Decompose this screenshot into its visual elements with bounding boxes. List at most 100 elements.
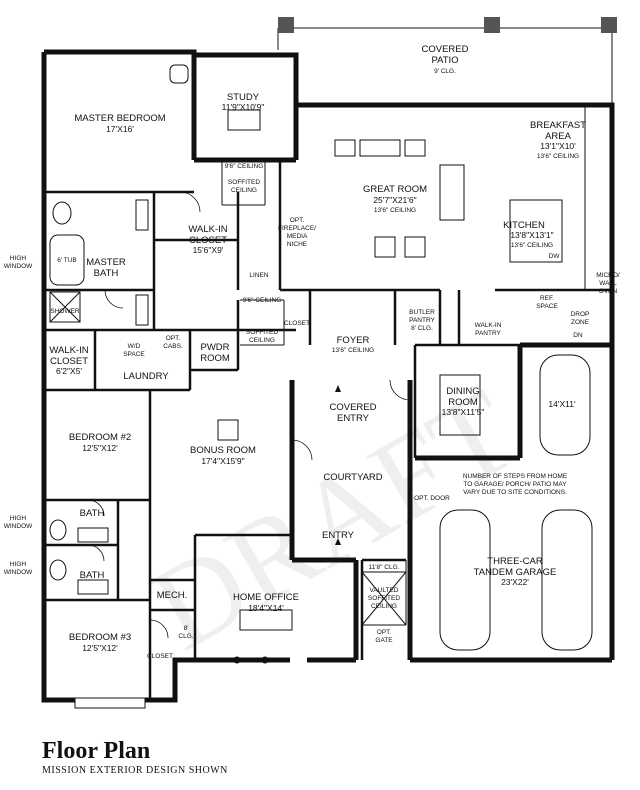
label-ref-space-2: SPACE	[536, 303, 558, 310]
label-garage-dim: 23'X22'	[501, 577, 529, 587]
label-bedroom2: BEDROOM #2	[69, 432, 131, 443]
patio-columns	[278, 17, 617, 33]
label-bedroom3-dim: 12'5"X12'	[82, 643, 118, 653]
label-ref-space: REF.	[540, 295, 554, 302]
label-butler: BUTLER	[409, 309, 435, 316]
label-dining: DINING	[446, 386, 479, 397]
label-breakfast: BREAKFAST	[530, 120, 586, 131]
label-breakfast-2: AREA	[545, 131, 572, 142]
label-dining-2: ROOM	[448, 397, 478, 408]
page-subtitle: MISSION EXTERIOR DESIGN SHOWN	[42, 765, 228, 776]
label-opt-cabs: OPT.	[166, 335, 181, 342]
label-courtyard: COURTYARD	[323, 472, 382, 483]
label-entry: ENTRY	[322, 530, 355, 541]
label-home-office: HOME OFFICE	[233, 592, 299, 603]
label-study-dim: 11'9"X10'9"	[222, 102, 265, 112]
label-clg-8: 8'	[184, 625, 189, 632]
label-covered-patio-2: PATIO	[431, 55, 458, 66]
door-swings	[87, 191, 411, 639]
fixtures	[49, 64, 563, 664]
label-drop-zone: DROP	[571, 311, 590, 318]
label-linen: LINEN	[249, 272, 268, 279]
label-patio-clg: 9' CLG.	[434, 68, 456, 75]
label-soffited-a: SOFFITED	[228, 179, 260, 186]
label-vaulted-2: SOFFITED	[368, 595, 400, 602]
label-high-window-2: HIGH	[10, 515, 27, 522]
label-garage: THREE-CAR	[487, 556, 543, 567]
label-high-window-3: HIGH	[10, 561, 27, 568]
label-master-bath-2: BATH	[94, 268, 119, 279]
label-dw: DW	[549, 253, 561, 260]
label-walkin-closet-dim: 15'6"X9'	[193, 245, 224, 255]
label-bonus: BONUS ROOM	[190, 445, 256, 456]
label-micro: MICRO/	[596, 272, 620, 279]
label-shower: SHOWER	[50, 308, 80, 315]
label-dining-dim: 13'8"X11'5"	[442, 407, 485, 417]
covered-patio	[277, 27, 613, 105]
label-walkin-pantry-2: PANTRY	[475, 330, 501, 337]
label-high-window-1: HIGH	[10, 255, 27, 262]
label-opt-gate-2: GATE	[375, 637, 393, 644]
label-tub: 6' TUB	[57, 257, 77, 264]
label-opt-fireplace-3: MEDIA	[287, 233, 308, 240]
label-bath-b: BATH	[80, 570, 105, 581]
label-breakfast-clg: 13'6" CEILING	[537, 153, 579, 160]
label-clg-8b: CLG.	[178, 633, 193, 640]
label-soffited-b: SOFFITED	[246, 329, 278, 336]
label-walkin-closet-b: WALK-IN	[49, 345, 88, 356]
label-great-room: GREAT ROOM	[363, 184, 427, 195]
label-laundry: LAUNDRY	[123, 371, 169, 382]
label-opt-gate: OPT.	[377, 629, 392, 636]
label-home-office-dim: 18'4"X14'	[248, 603, 284, 613]
label-vaulted: VAULTED	[369, 587, 398, 594]
label-great-room-dim: 25'7"X21'6"	[373, 195, 416, 205]
entry-arrow	[335, 538, 341, 545]
label-covered-entry-2: ENTRY	[337, 413, 370, 424]
label-kitchen: KITCHEN	[503, 220, 545, 231]
label-wd-space-2: SPACE	[123, 351, 145, 358]
label-opt-fireplace-4: NICHE	[287, 241, 308, 248]
label-walkin-closet-b-dim: 6'2"X5'	[56, 366, 82, 376]
label-master-bath: MASTER	[86, 257, 126, 268]
label-covered-patio: COVERED	[422, 44, 469, 55]
label-micro-2: WALL	[599, 280, 617, 287]
label-high-window-1b: WINDOW	[4, 263, 33, 270]
label-steps-note-3: VARY DUE TO SITE CONDITIONS.	[463, 489, 567, 496]
exterior-walls	[41, 49, 615, 703]
label-opt-door: OPT. DOOR	[414, 495, 450, 502]
label-clg-118: 11'8" CLG.	[369, 564, 400, 571]
label-breakfast-dim: 13'1"X10'	[540, 141, 576, 151]
label-kitchen-dim: 13'8"X13'1"	[510, 230, 553, 240]
label-bedroom2-dim: 12'5"X12'	[82, 443, 118, 453]
label-walkin-closet: WALK-IN	[188, 224, 227, 235]
label-ceiling-96-b: 9'6" CEILING	[243, 297, 282, 304]
page-title: Floor Plan	[42, 738, 151, 764]
cars	[439, 354, 593, 651]
label-soffited-b-2: CEILING	[249, 337, 275, 344]
label-car-dim: 14'X11'	[548, 399, 576, 409]
label-dn: DN	[573, 332, 583, 339]
label-bonus-dim: 17'4"X15'9"	[201, 456, 244, 466]
label-ceiling-96-a: 9'6" CEILING	[225, 163, 264, 170]
covered-entry-arrow	[335, 385, 341, 392]
label-bedroom3: BEDROOM #3	[69, 632, 131, 643]
label-soffited-a-2: CEILING	[231, 187, 257, 194]
label-pwdr: PWDR	[200, 342, 229, 353]
label-walkin-closet-2: CLOSET	[189, 235, 227, 246]
label-butler-2: PANTRY	[409, 317, 435, 324]
label-high-window-2b: WINDOW	[4, 523, 33, 530]
label-butler-3: 8' CLG.	[411, 325, 433, 332]
label-wd-space: W/D	[128, 343, 141, 350]
thin-partitions	[221, 105, 586, 626]
label-pwdr-2: ROOM	[200, 353, 230, 364]
label-master-bedroom: MASTER BEDROOM	[74, 113, 165, 124]
room-labels: COVERED PATIO 9' CLG. MASTER BEDROOM 17'…	[4, 44, 620, 660]
label-garage-2: TANDEM GARAGE	[474, 567, 557, 578]
label-mech: MECH.	[157, 590, 188, 601]
label-foyer: FOYER	[337, 335, 370, 346]
label-opt-fireplace-2: FIREPLACE/	[278, 225, 316, 232]
bottom-window	[74, 697, 146, 709]
label-walkin-pantry: WALK-IN	[475, 322, 502, 329]
label-study: STUDY	[227, 92, 260, 103]
